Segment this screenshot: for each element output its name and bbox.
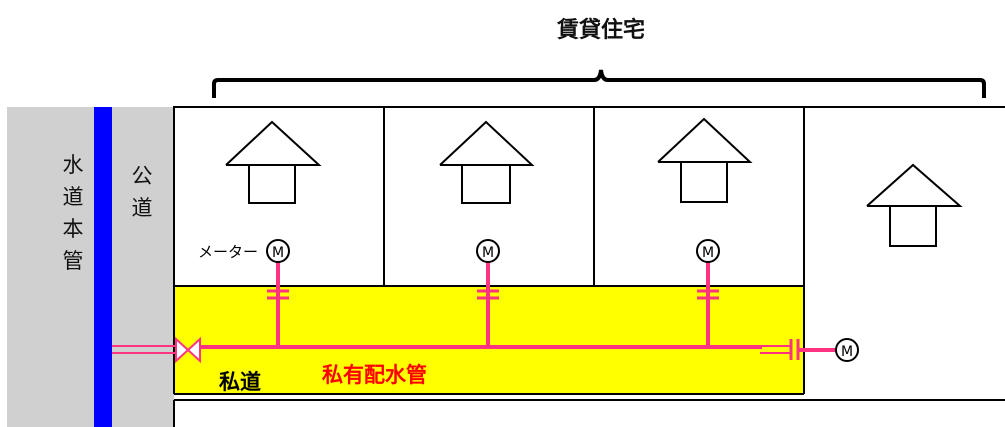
house-icon bbox=[657, 117, 753, 203]
brace-icon bbox=[212, 69, 986, 98]
water-main-pipe bbox=[94, 107, 112, 427]
public-road-area bbox=[7, 107, 174, 427]
valve-icon bbox=[175, 336, 201, 364]
house-icon bbox=[225, 120, 322, 204]
house-icon bbox=[439, 120, 535, 204]
private-road-label: 私道 bbox=[219, 370, 261, 394]
meter-icon: M bbox=[696, 239, 720, 263]
rental-housing-title: 賃貸住宅 bbox=[556, 17, 645, 43]
meter-icon: M bbox=[835, 338, 859, 362]
water-main-label-char: 本 bbox=[63, 217, 84, 241]
svg-text:M: M bbox=[482, 245, 494, 261]
lot-outlines bbox=[173, 106, 1005, 427]
meter-icon: M bbox=[266, 239, 290, 263]
svg-text:M: M bbox=[841, 344, 853, 360]
water-main-label-char: 道 bbox=[63, 185, 84, 209]
water-main-label-char: 管 bbox=[63, 249, 84, 273]
meter-label: メーター bbox=[198, 243, 258, 261]
public-road-label: 公 道 bbox=[132, 164, 153, 220]
public-road-label-char: 道 bbox=[132, 196, 153, 220]
private-pipe-label: 私有配水管 bbox=[322, 363, 427, 387]
meter-icon: M bbox=[476, 239, 500, 263]
svg-text:M: M bbox=[702, 245, 714, 261]
water-main-label-char: 水 bbox=[63, 153, 84, 177]
service-connection-pipe bbox=[112, 345, 176, 354]
branch-pipes bbox=[276, 262, 710, 347]
private-pipe-extension bbox=[760, 345, 790, 354]
water-main-label: 水 道 本 管 bbox=[63, 153, 84, 273]
lot-3 bbox=[593, 106, 805, 287]
pipe-joint-marks bbox=[267, 289, 800, 360]
public-road-label-char: 公 bbox=[132, 164, 153, 188]
svg-text:M: M bbox=[272, 245, 284, 261]
house-icon bbox=[866, 163, 963, 247]
